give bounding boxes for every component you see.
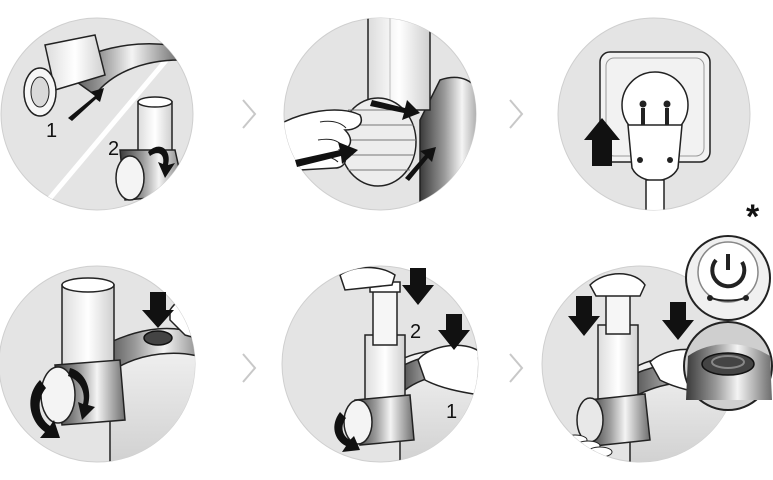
power-button-icon (143, 330, 173, 346)
button-ring (711, 355, 745, 369)
step-5-panel: 2 1 (281, 265, 479, 463)
knob-marker (707, 295, 713, 301)
drum-opening (343, 399, 373, 445)
socket-hole (639, 100, 647, 108)
knob-detail-inset (685, 235, 771, 321)
arrow-icon (662, 302, 694, 340)
chevron-right-icon (509, 99, 524, 129)
arrow-icon (295, 142, 358, 167)
arrow-icon (148, 146, 175, 178)
knob-face (697, 241, 759, 303)
drum-inner (30, 76, 50, 108)
arrow-icon (370, 100, 420, 120)
footnote-marker: * (746, 198, 760, 236)
food-pusher (605, 291, 631, 335)
rotation-arrows-icon (68, 368, 95, 420)
arrow-icon (142, 292, 174, 328)
drum-ribs (342, 109, 416, 171)
arrow-icon (584, 118, 620, 166)
step-4-panel (0, 265, 196, 463)
power-button-icon (710, 258, 747, 289)
arrow-icon (438, 314, 470, 350)
step-2-panel (283, 17, 477, 211)
chevron-right-icon (509, 353, 524, 383)
rotation-arrows-icon (30, 380, 60, 438)
arrow-icon (405, 147, 436, 181)
food-slice (587, 446, 613, 458)
chevron-right-icon (242, 99, 257, 129)
step-label: 1 (46, 120, 57, 142)
plug-detail (637, 157, 643, 163)
arrow-icon (402, 268, 434, 305)
plug-detail (667, 157, 673, 163)
step-label: 2 (108, 138, 119, 160)
arrow-icon (568, 296, 600, 336)
feed-tube (367, 18, 431, 111)
housing-part (93, 327, 195, 374)
socket-hole (663, 100, 671, 108)
feed-tube-top (61, 277, 115, 293)
arrow-icon (68, 88, 104, 121)
knob-marker (743, 295, 749, 301)
power-plug (627, 124, 683, 182)
hand-illustration (417, 344, 478, 396)
step-label: 2 (410, 321, 421, 343)
rotation-arrows-icon (334, 412, 360, 452)
step-label: 1 (446, 401, 457, 423)
food-pusher (372, 289, 398, 346)
step-3-panel (557, 17, 751, 211)
feed-tube (61, 284, 115, 376)
feed-tube-top (137, 96, 173, 108)
button-detail-inset (683, 321, 773, 411)
lower-drum-opening (115, 155, 145, 201)
chevron-right-icon (242, 353, 257, 383)
power-cable (645, 179, 665, 210)
step-1-panel: 1 2 (0, 17, 194, 211)
hand-illustration (589, 273, 646, 297)
